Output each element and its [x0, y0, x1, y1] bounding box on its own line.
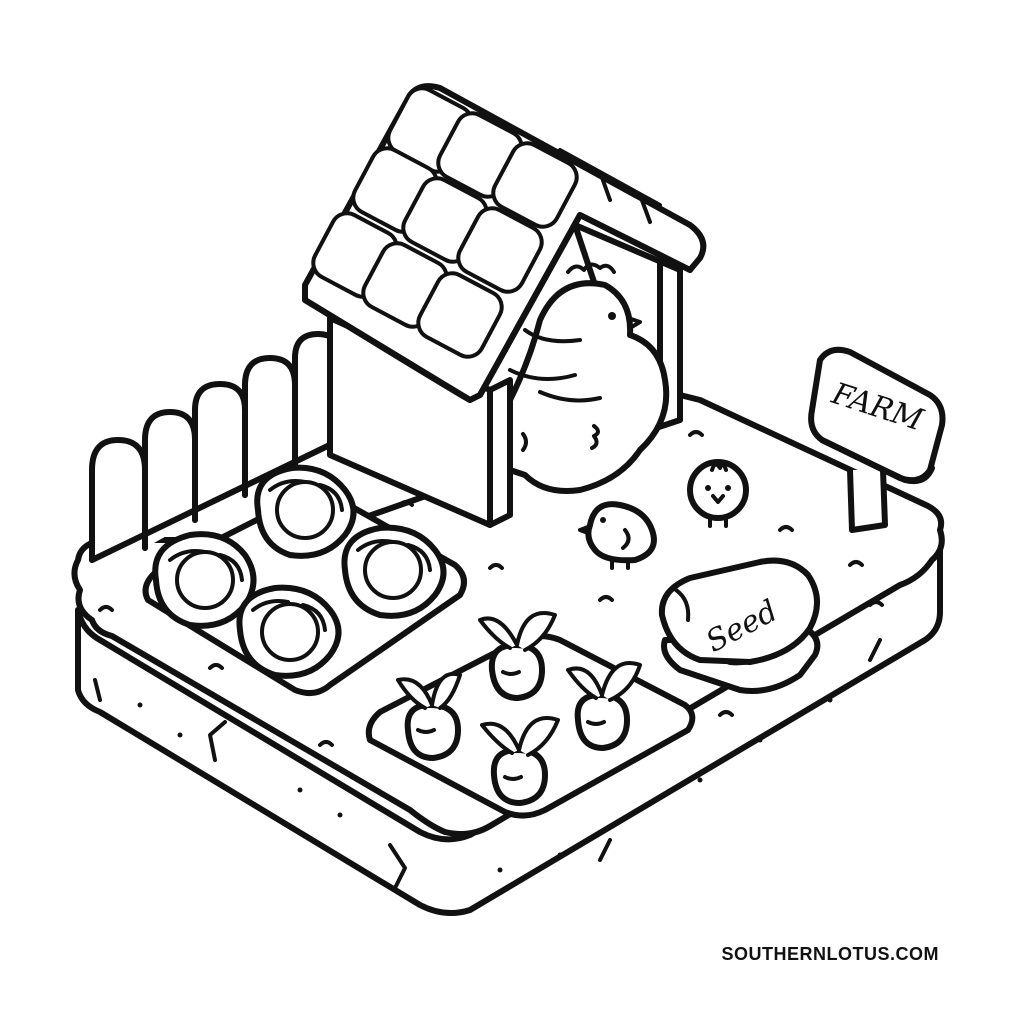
cabbage-1	[152, 531, 257, 629]
carrot-4	[480, 716, 560, 806]
chick-2	[578, 501, 657, 570]
carrot-bed	[365, 611, 696, 819]
site-credit: SOUTHERNLOTUS.COM	[721, 944, 939, 964]
chicken-coop	[302, 83, 707, 528]
carrot-3	[566, 661, 642, 751]
cabbage-bed	[142, 464, 467, 697]
hen	[507, 262, 670, 494]
roof-shingles	[311, 86, 662, 359]
chick-1	[687, 459, 749, 528]
farm-sign: FARM	[808, 346, 946, 533]
cabbage-4	[236, 584, 342, 679]
cabbage-3	[341, 524, 447, 619]
seed-bag: Seed	[658, 557, 821, 694]
cabbage-2	[254, 464, 357, 559]
island-base	[75, 537, 943, 917]
carrot-1	[396, 671, 462, 761]
carrot-2	[478, 611, 557, 701]
